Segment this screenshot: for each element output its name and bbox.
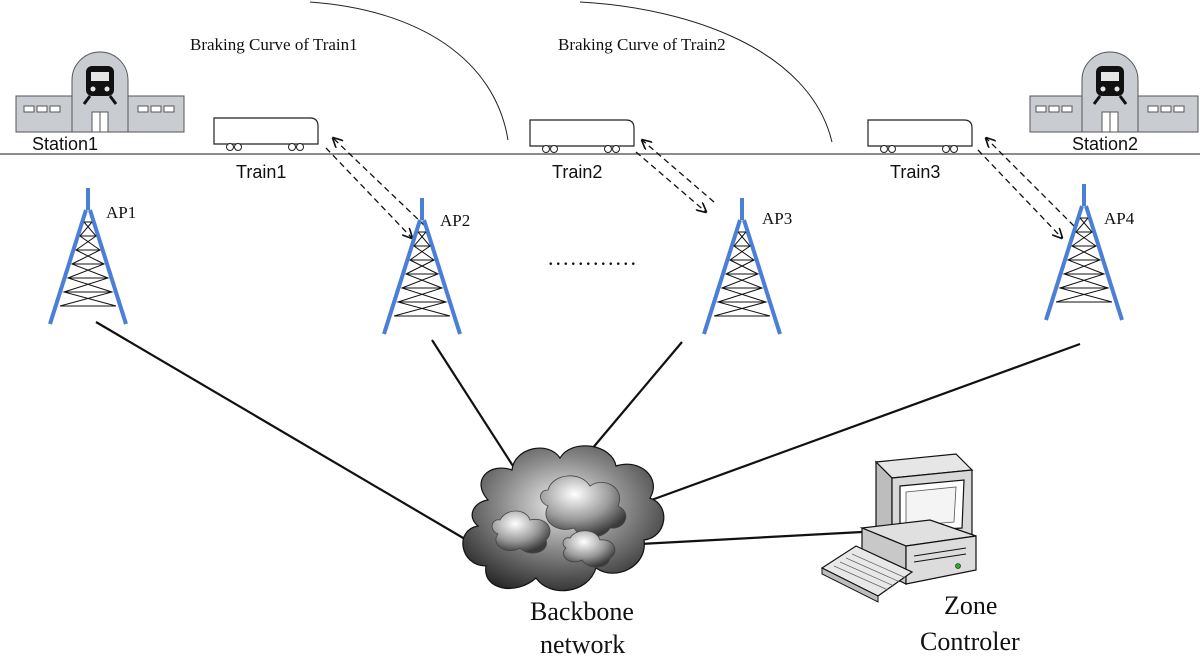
train-3: Train3 [867,119,973,182]
ap3-label: AP3 [762,209,792,228]
backbone-label-line1: Backbone [530,597,634,626]
ap3-tower: AP3 [702,198,792,335]
backbone-label-line2: network [540,630,625,659]
train-3-label: Train3 [890,162,940,182]
braking-curve-train1 [309,1,509,141]
keyboard-icon [820,545,914,603]
train-icon [1092,66,1128,105]
link-ap3-backbone [585,341,683,457]
ap1-tower: AP1 [48,188,136,325]
station-1-label: Station1 [32,134,98,154]
station-2: Station2 [1029,51,1199,154]
ap1-label: AP1 [106,203,136,222]
backbone-cloud-icon [462,445,665,592]
link-ap1-backbone [95,321,471,543]
zone-controller-label-line2: Controler [920,627,1020,656]
station-1: Station1 [15,51,185,154]
station-2-label: Station2 [1072,134,1138,154]
ap4-tower: AP4 [1044,184,1135,321]
train-2: Train2 [529,119,635,182]
ap4-label: AP4 [1104,209,1135,228]
zone-controller-label-line1: Zone [944,591,997,620]
more-aps-ellipsis: ............ [548,245,638,270]
braking-curve-label-train2: Braking Curve of Train2 [558,35,726,54]
braking-curve-train2 [579,1,833,143]
link-ap4-backbone [623,342,1081,512]
zone-controller-computer-icon [820,453,977,603]
wireless-link-train3-ap4 [977,138,1075,238]
train-1: Train1 [213,117,319,182]
wireless-link-train1-ap2 [325,138,426,238]
train-2-label: Train2 [552,162,602,182]
wireless-link-train2-ap3 [635,140,715,212]
ap2-tower: AP2 [382,198,470,335]
braking-curve-label-train1: Braking Curve of Train1 [190,35,358,54]
link-ap2-backbone [431,339,523,481]
link-backbone-zone-controller [639,530,863,546]
train-1-label: Train1 [236,162,286,182]
train-icon [82,66,118,105]
backbone-links [95,321,1081,546]
ap2-label: AP2 [440,211,470,230]
